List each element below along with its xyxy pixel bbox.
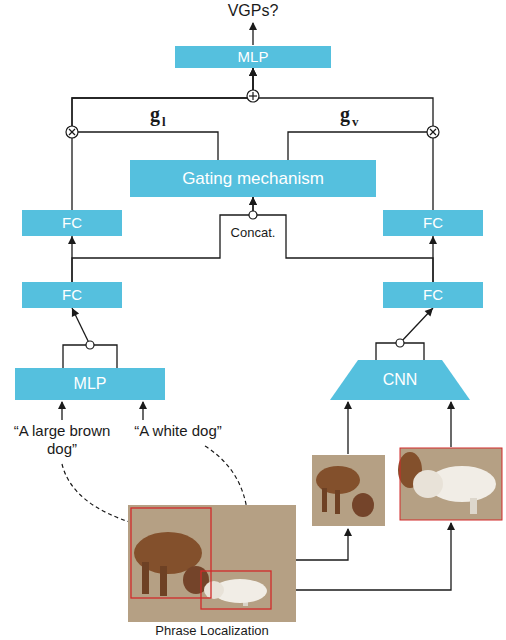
phrase-label: “A white dog” xyxy=(118,422,238,440)
node-text: CNN xyxy=(383,371,418,389)
white-dog-head xyxy=(413,470,443,498)
fc-box: FC xyxy=(22,282,122,308)
node-text: FC xyxy=(423,214,443,231)
product-symbol xyxy=(66,126,78,138)
input-arrow xyxy=(61,402,62,420)
arrowhead xyxy=(249,68,257,76)
connector-line xyxy=(72,68,253,160)
bounding-box xyxy=(400,448,502,520)
arrowhead xyxy=(249,197,257,205)
arrowhead xyxy=(249,68,257,76)
connector-line xyxy=(288,132,433,160)
input-arrow xyxy=(142,402,143,420)
connector xyxy=(63,308,117,368)
arrowhead xyxy=(249,68,257,76)
output-label: VGPs? xyxy=(228,1,279,20)
brown-dog-leg xyxy=(142,562,149,594)
mlp-box: MLP xyxy=(175,46,331,68)
brown-dog-leg xyxy=(160,566,167,596)
brown-dog-leg xyxy=(322,488,327,512)
connector-line xyxy=(400,308,433,343)
cnn-input-arrow xyxy=(347,402,348,454)
fc-box: FC xyxy=(383,282,483,308)
connector xyxy=(376,308,433,360)
gate-symbol: g xyxy=(340,102,350,126)
sum-circle xyxy=(247,90,259,102)
node-text: FC xyxy=(423,286,443,303)
phrase-label: “A large brown dog” xyxy=(10,422,114,458)
trapezoid-fill xyxy=(330,360,470,400)
brown-dog-head xyxy=(352,493,374,517)
crop-arrow xyxy=(296,523,451,590)
photo-ground xyxy=(128,505,296,622)
product-stroke xyxy=(430,129,436,135)
photo-ground xyxy=(312,455,385,526)
grounding-arrow xyxy=(62,464,136,524)
connector-line xyxy=(72,308,90,345)
node-text: FC xyxy=(62,214,82,231)
arrowhead xyxy=(68,236,76,244)
white-dog-head xyxy=(204,581,224,599)
concat-junction xyxy=(249,211,257,219)
white-dog-leg xyxy=(470,498,477,514)
brown-dog-leg xyxy=(335,490,340,514)
product-stroke xyxy=(69,129,75,135)
fc-box: FC xyxy=(22,210,122,236)
caption-label: Phrase Localization xyxy=(155,623,268,639)
gating-box: Gating mechanism xyxy=(130,160,376,197)
cnn-input-arrow xyxy=(450,402,451,447)
cnn-trapezoid: CNN xyxy=(330,360,470,400)
fc-box: FC xyxy=(383,210,483,236)
bounding-box xyxy=(201,571,271,609)
sum-stroke xyxy=(252,92,253,100)
gate-subscript: l xyxy=(162,114,166,130)
pool-junction xyxy=(86,341,94,349)
node-text: FC xyxy=(62,286,82,303)
product-stroke xyxy=(69,129,75,135)
bounding-box xyxy=(131,508,211,598)
gate-subscript: v xyxy=(352,114,359,130)
arrowhead xyxy=(72,308,79,317)
arrowhead xyxy=(249,197,257,205)
product-stroke xyxy=(430,129,436,135)
arrowhead xyxy=(429,236,437,244)
concat-label: Concat. xyxy=(231,225,276,241)
product-circle xyxy=(66,126,78,138)
product-symbol xyxy=(427,126,439,138)
crop-photo xyxy=(312,455,385,526)
product-circle xyxy=(427,126,439,138)
output-arrow xyxy=(252,23,253,45)
node-text: Gating mechanism xyxy=(182,169,324,189)
crop-photo xyxy=(398,448,502,520)
arrowhead xyxy=(425,308,433,317)
gate-symbol: g xyxy=(150,102,160,126)
mlp-box: MLP xyxy=(15,368,165,400)
crop-arrow xyxy=(296,529,348,560)
pool-junction xyxy=(396,339,404,347)
sum-symbol xyxy=(247,90,259,102)
node-text: MLP xyxy=(238,48,269,65)
scene-photo xyxy=(128,505,296,622)
connector xyxy=(72,68,433,160)
node-text: MLP xyxy=(74,375,107,393)
